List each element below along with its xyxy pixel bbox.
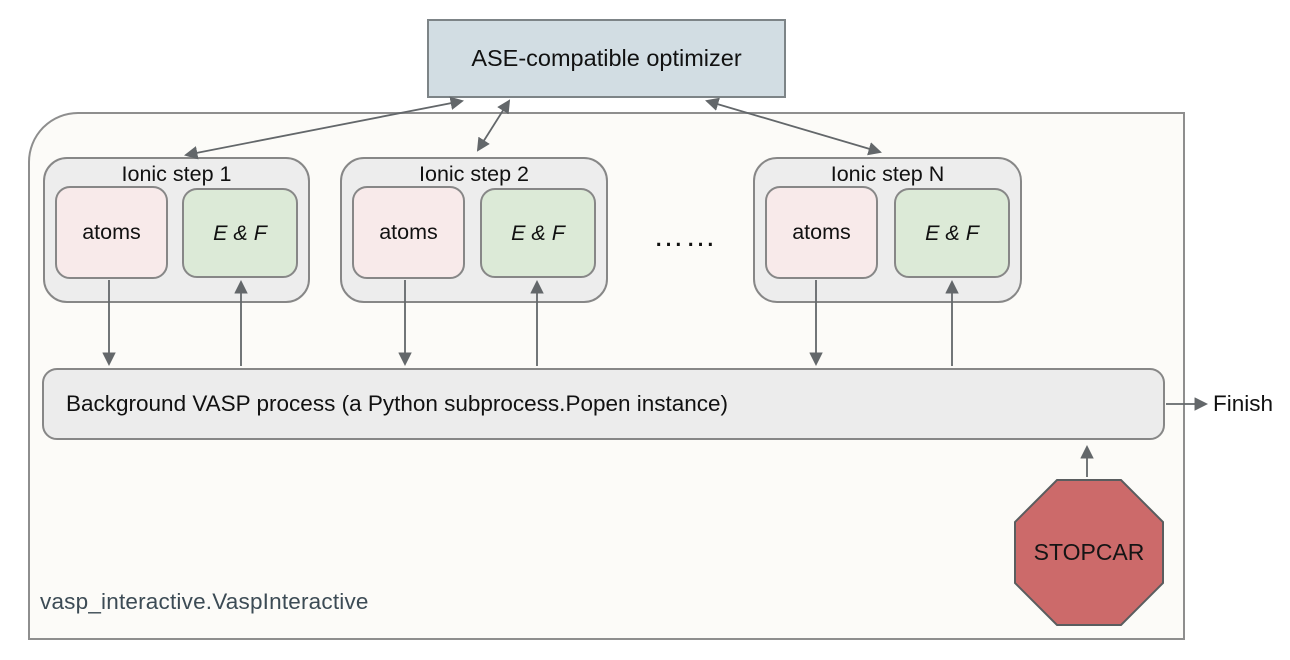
atoms-label: atoms	[82, 220, 141, 244]
stopcar-label: STOPCAR	[1033, 539, 1145, 565]
ionic-step-1-atoms-box: atoms	[55, 186, 168, 279]
ef-label: E & F	[925, 220, 979, 245]
ase-optimizer-label: ASE-compatible optimizer	[471, 45, 742, 71]
stopcar-octagon-icon	[1014, 479, 1164, 626]
ionic-step-n-atoms-box: atoms	[765, 186, 878, 279]
ase-optimizer-box: ASE-compatible optimizer	[427, 19, 786, 98]
atoms-label: atoms	[379, 220, 438, 244]
ionic-step-1-title: Ionic step 1	[121, 162, 232, 186]
stopcar-sign: STOPCAR	[1013, 478, 1165, 627]
ef-label: E & F	[213, 220, 267, 245]
background-vasp-process-label: Background VASP process (a Python subpro…	[66, 391, 729, 416]
ionic-step-1-group: Ionic step 1 atoms E & F	[43, 157, 310, 303]
ionic-step-2-atoms-box: atoms	[352, 186, 465, 279]
finish-label: Finish	[1213, 391, 1274, 416]
background-vasp-process-bar: Background VASP process (a Python subpro…	[42, 368, 1165, 440]
ef-label: E & F	[511, 220, 565, 245]
ellipsis-dots: ……	[653, 218, 717, 253]
atoms-label: atoms	[792, 220, 851, 244]
ionic-step-2-title: Ionic step 2	[419, 162, 529, 186]
ionic-step-n-title: Ionic step N	[830, 162, 945, 186]
ionic-step-n-ef-box: E & F	[894, 188, 1010, 278]
ionic-step-2-ef-box: E & F	[480, 188, 596, 278]
ionic-step-n-group: Ionic step N atoms E & F	[753, 157, 1022, 303]
container-label: vasp_interactive.VaspInteractive	[40, 589, 369, 614]
ionic-step-2-group: Ionic step 2 atoms E & F	[340, 157, 608, 303]
ionic-step-1-ef-box: E & F	[182, 188, 298, 278]
